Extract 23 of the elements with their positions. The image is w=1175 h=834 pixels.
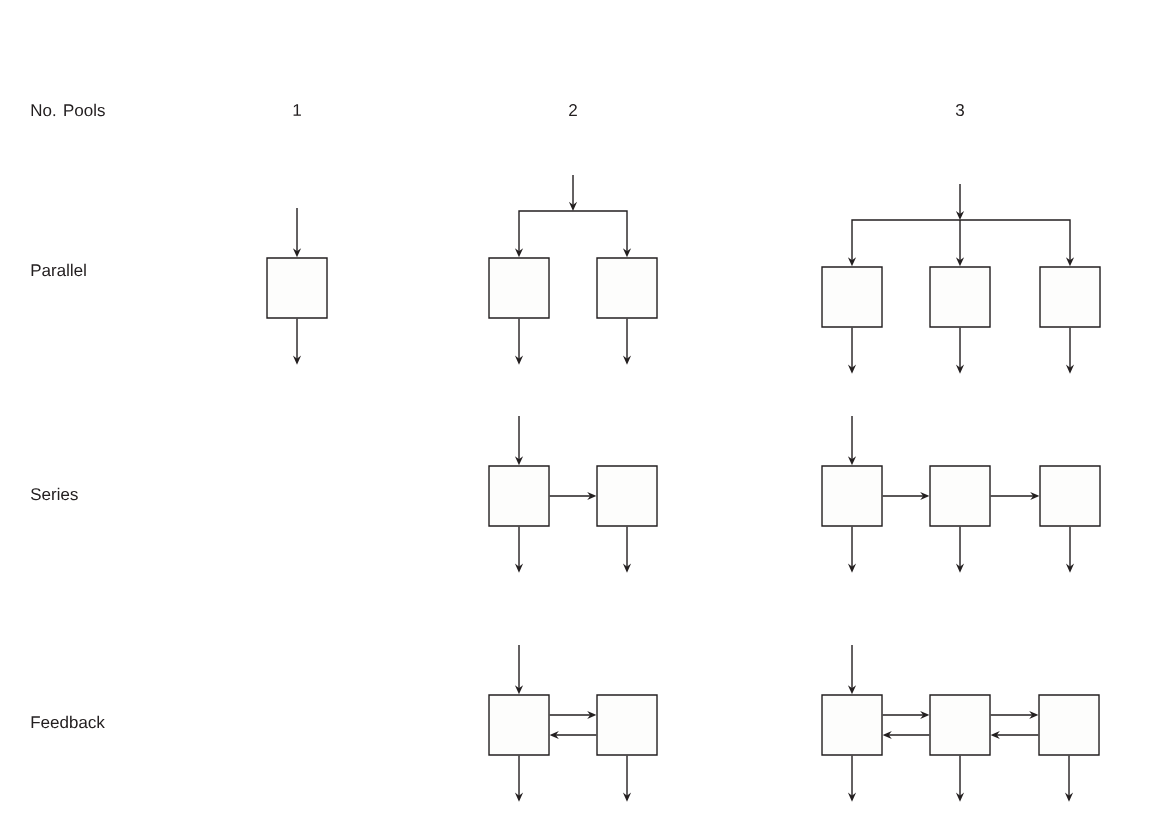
box bbox=[929, 266, 991, 328]
box bbox=[1038, 694, 1100, 756]
box bbox=[929, 465, 991, 527]
box bbox=[821, 465, 883, 527]
box bbox=[929, 694, 991, 756]
column-heading: 1 bbox=[293, 104, 301, 116]
box bbox=[821, 266, 883, 328]
box bbox=[1039, 266, 1101, 328]
box bbox=[1039, 465, 1101, 527]
box bbox=[596, 694, 658, 756]
box bbox=[821, 694, 883, 756]
row-label: Series bbox=[31, 487, 78, 501]
box bbox=[488, 257, 550, 319]
column-heading: 2 bbox=[569, 104, 577, 116]
row-label: Parallel bbox=[31, 263, 86, 277]
column-heading: 3 bbox=[955, 104, 964, 116]
box bbox=[488, 694, 550, 756]
box bbox=[488, 465, 550, 527]
row-label: Feedback bbox=[31, 715, 105, 729]
box bbox=[266, 257, 328, 319]
box bbox=[596, 257, 658, 319]
box bbox=[596, 465, 658, 527]
column-heading: No. Pools bbox=[31, 103, 105, 117]
